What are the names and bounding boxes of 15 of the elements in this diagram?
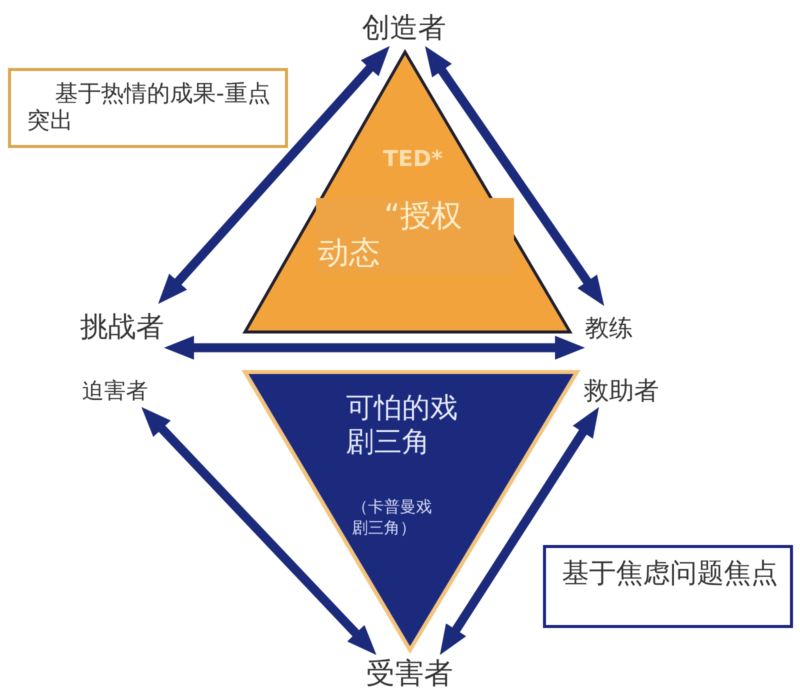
note-text: 基于焦虑问题焦点 [561,557,779,590]
triangle-title: TED* [383,147,443,173]
triangle-subtitle: （卡普曼戏剧三角） [352,496,433,538]
note-text: 基于热情的成果-重点突出 [26,80,272,135]
role-label: 救助者 [584,375,659,407]
triangle-label: “授权动态 [316,198,514,274]
role-label: 教练 [585,306,633,350]
role-label: 迫害者 [82,377,148,407]
note-box [8,68,288,148]
double-arrow [164,336,585,360]
triangle-title: 可怕的戏剧三角 [346,391,459,459]
role-label: 受害者 [366,655,453,691]
role-label: 挑战者 [80,304,164,350]
note-box [543,545,793,628]
role-label: 创造者 [362,10,446,46]
